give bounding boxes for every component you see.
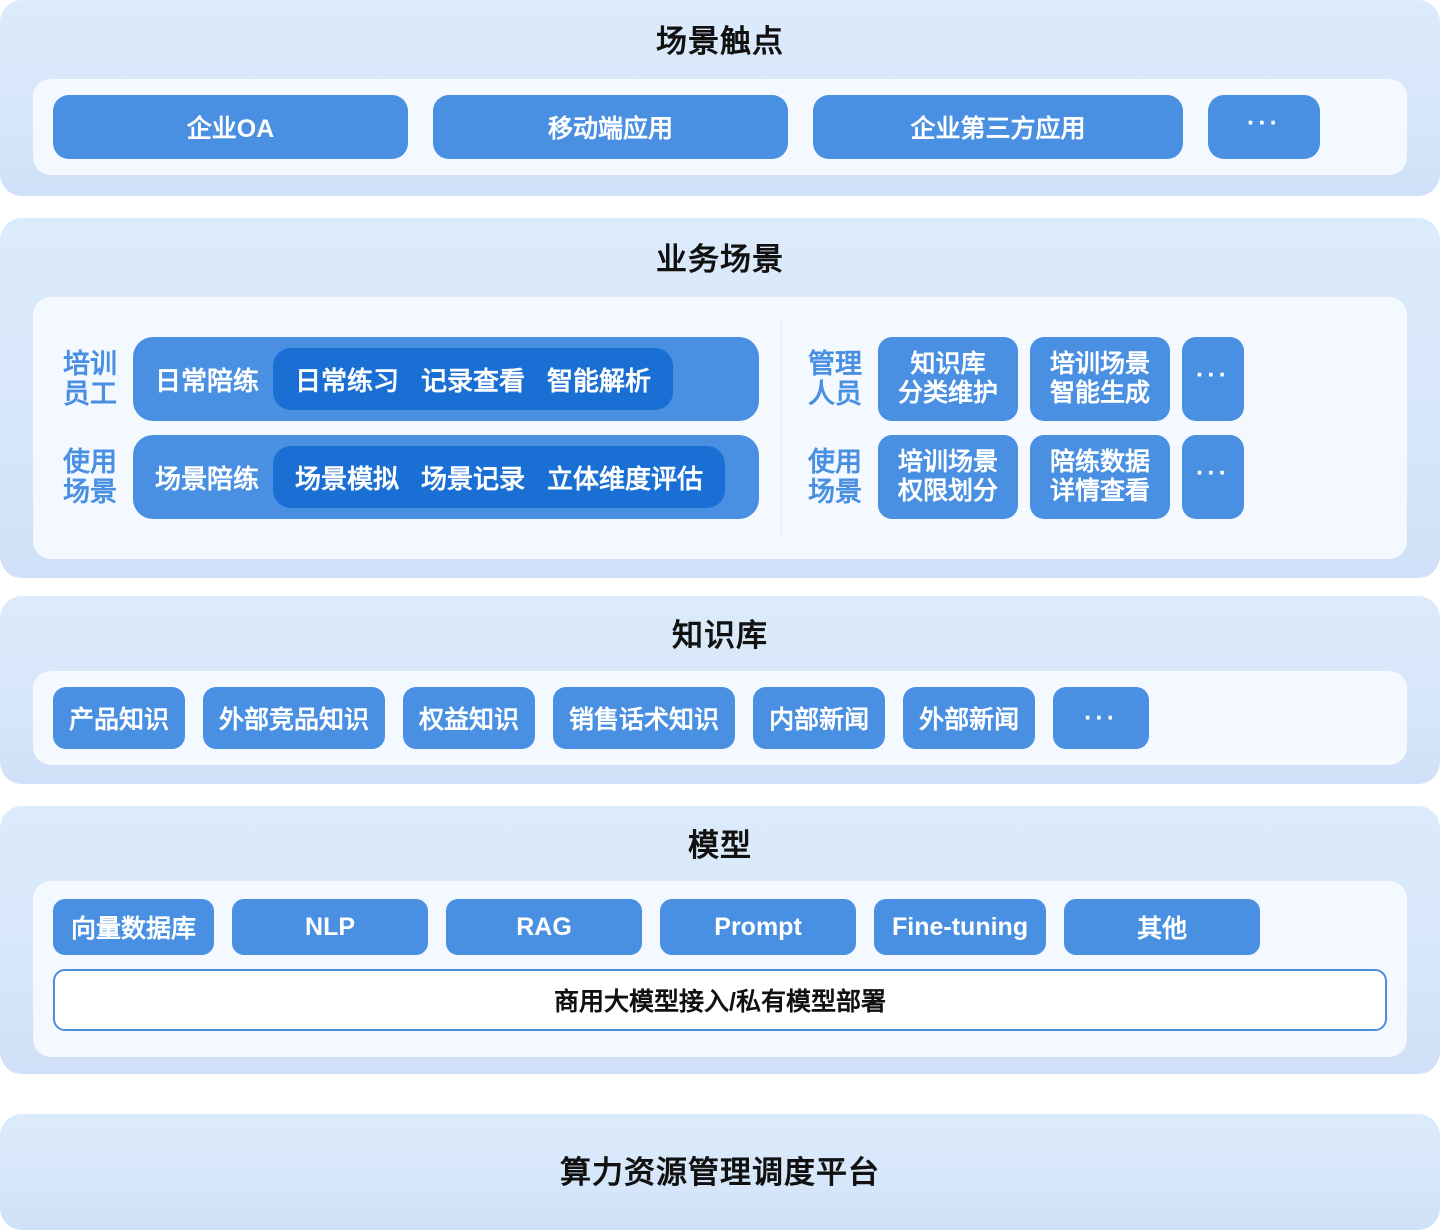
touchpoint-chip-more[interactable]: ···: [1208, 95, 1320, 159]
scene-row-usage-scenario: 使用 场景 场景陪练 场景模拟 场景记录 立体维度评估: [59, 435, 759, 519]
model-chip-nlp[interactable]: NLP: [232, 899, 429, 955]
admin-chip-training-scene-permissions[interactable]: 培训场景 权限划分: [878, 435, 1018, 519]
scene-subitem-record-view[interactable]: 记录查看: [421, 365, 526, 396]
scene-pill-daily-coaching[interactable]: 日常陪练 日常练习 记录查看 智能解析: [133, 337, 759, 421]
scene-subitems-scenario-coaching: 场景模拟 场景记录 立体维度评估: [273, 446, 726, 508]
role-label-admin: 管理 人员: [808, 348, 862, 409]
layer-business-scenes-body: 业务场景 培训 员工 日常陪练 日常练习 记录查看 智能解析: [0, 218, 1440, 578]
layer-compute-platform-title: 算力资源管理调度平台: [560, 1154, 880, 1190]
layer-compute-platform-body: 算力资源管理调度平台: [0, 1114, 1440, 1230]
usage-scenario-chip-more[interactable]: ···: [1182, 435, 1244, 519]
layer-touchpoints-title: 场景触点: [656, 24, 784, 59]
touchpoints-panel: 企业OA 移动端应用 企业第三方应用 ···: [33, 79, 1407, 175]
kb-chip-competitor-knowledge[interactable]: 外部竞品知识: [203, 687, 386, 749]
scene-row-trainee: 培训 员工 日常陪练 日常练习 记录查看 智能解析: [59, 337, 759, 421]
kb-chip-external-news[interactable]: 外部新闻: [903, 687, 1036, 749]
scene-subitems-daily-coaching: 日常练习 记录查看 智能解析: [273, 348, 674, 410]
scene-row-usage-scenario-right: 使用 场景 培训场景 权限划分 陪练数据 详情查看 ···: [804, 435, 1244, 519]
layer-compute-platform: 算力资源管理调度平台: [0, 1114, 1440, 1230]
scene-subitem-multidim-evaluation[interactable]: 立体维度评估: [547, 463, 704, 494]
scenes-right-group: 管理 人员 知识库 分类维护 培训场景 智能生成 ··· 使用 场景 培训场景 …: [804, 337, 1244, 519]
scenes-panel-divider: [781, 321, 782, 535]
model-chip-rag[interactable]: RAG: [446, 899, 643, 955]
model-chip-vector-database[interactable]: 向量数据库: [53, 899, 215, 955]
scene-pill-scenario-coaching[interactable]: 场景陪练 场景模拟 场景记录 立体维度评估: [133, 435, 759, 519]
scene-subitem-daily-practice[interactable]: 日常练习: [295, 365, 400, 396]
kb-chip-product-knowledge[interactable]: 产品知识: [53, 687, 186, 749]
model-chip-other[interactable]: 其他: [1064, 899, 1261, 955]
layer-knowledge-base: 知识库 产品知识 外部竞品知识 权益知识 销售话术知识 内部新闻 外部新闻 ··…: [0, 596, 1440, 784]
role-label-usage-scenario-right: 使用 场景: [808, 446, 862, 507]
layer-knowledge-base-title: 知识库: [672, 618, 768, 653]
layer-business-scenes-title: 业务场景: [656, 242, 784, 277]
admin-chip-training-scene-generation[interactable]: 培训场景 智能生成: [1030, 337, 1170, 421]
scene-subitem-scenario-simulation[interactable]: 场景模拟: [295, 463, 400, 494]
scene-subitem-smart-analysis[interactable]: 智能解析: [547, 365, 652, 396]
scene-pill-daily-coaching-label: 日常陪练: [155, 365, 260, 396]
admin-chip-more[interactable]: ···: [1182, 337, 1244, 421]
scenes-left-group: 培训 员工 日常陪练 日常练习 记录查看 智能解析 使用 场景: [59, 337, 759, 519]
layer-model-body: 模型 向量数据库 NLP RAG Prompt Fine-tuning 其他 商…: [0, 806, 1440, 1074]
scene-pill-scenario-coaching-label: 场景陪练: [155, 463, 260, 494]
layer-model-title: 模型: [688, 828, 752, 863]
touchpoint-chip-mobile-app[interactable]: 移动端应用: [433, 95, 788, 159]
touchpoint-chip-enterprise-oa[interactable]: 企业OA: [53, 95, 408, 159]
model-commercial-private-deployment[interactable]: 商用大模型接入/私有模型部署: [53, 969, 1387, 1031]
touchpoint-chip-third-party-app[interactable]: 企业第三方应用: [813, 95, 1183, 159]
layer-business-scenes: 业务场景 培训 员工 日常陪练 日常练习 记录查看 智能解析: [0, 218, 1440, 578]
model-chip-row: 向量数据库 NLP RAG Prompt Fine-tuning 其他: [53, 899, 1387, 955]
kb-chip-sales-script-knowledge[interactable]: 销售话术知识: [553, 687, 736, 749]
layer-touchpoints-body: 场景触点 企业OA 移动端应用 企业第三方应用 ···: [0, 0, 1440, 196]
model-panel: 向量数据库 NLP RAG Prompt Fine-tuning 其他 商用大模…: [33, 881, 1407, 1057]
model-chip-fine-tuning[interactable]: Fine-tuning: [874, 899, 1047, 955]
layer-model: 模型 向量数据库 NLP RAG Prompt Fine-tuning 其他 商…: [0, 806, 1440, 1074]
role-label-usage-scenario-left: 使用 场景: [63, 446, 117, 507]
admin-chip-kb-category-maintenance[interactable]: 知识库 分类维护: [878, 337, 1018, 421]
scene-subitem-scenario-record[interactable]: 场景记录: [421, 463, 526, 494]
kb-chip-internal-news[interactable]: 内部新闻: [753, 687, 886, 749]
admin-chip-coaching-data-details[interactable]: 陪练数据 详情查看: [1030, 435, 1170, 519]
scene-row-admin: 管理 人员 知识库 分类维护 培训场景 智能生成 ···: [804, 337, 1244, 421]
kb-chip-more[interactable]: ···: [1053, 687, 1150, 749]
knowledge-base-panel: 产品知识 外部竞品知识 权益知识 销售话术知识 内部新闻 外部新闻 ···: [33, 671, 1407, 765]
model-chip-prompt[interactable]: Prompt: [660, 899, 857, 955]
kb-chip-benefits-knowledge[interactable]: 权益知识: [403, 687, 536, 749]
business-scenes-panel: 培训 员工 日常陪练 日常练习 记录查看 智能解析 使用 场景: [33, 297, 1407, 559]
layer-touchpoints: 场景触点 企业OA 移动端应用 企业第三方应用 ···: [0, 0, 1440, 196]
role-label-trainee: 培训 员工: [63, 348, 117, 409]
layer-knowledge-base-body: 知识库 产品知识 外部竞品知识 权益知识 销售话术知识 内部新闻 外部新闻 ··…: [0, 596, 1440, 784]
